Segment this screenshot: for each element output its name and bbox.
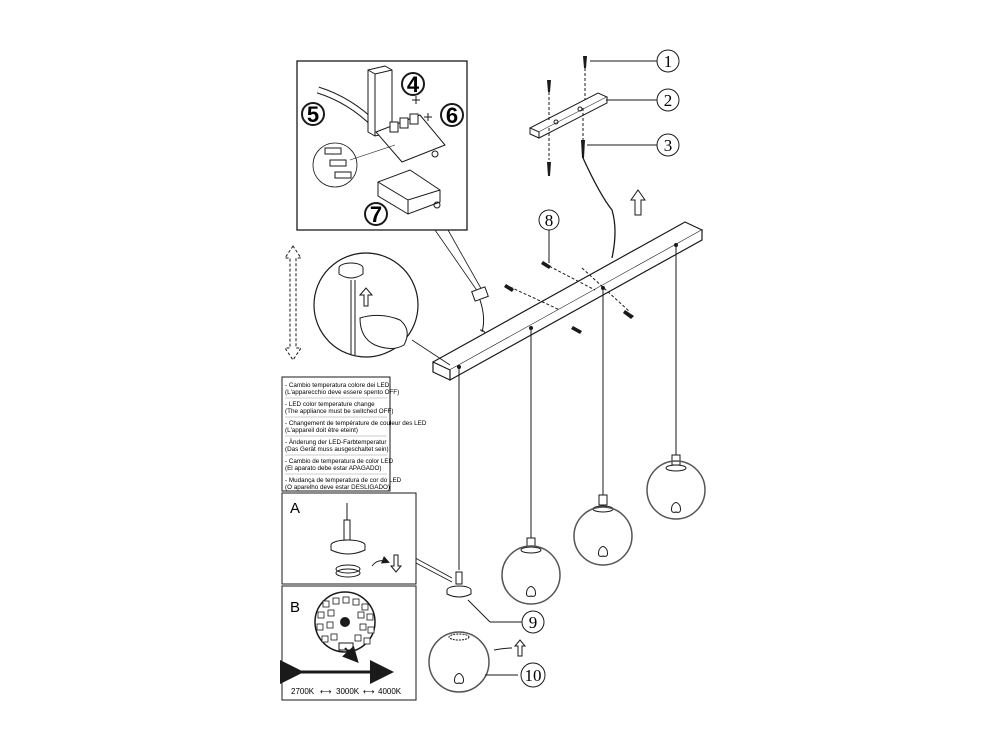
section-a-label: A [290, 500, 300, 517]
callout-3: 3 [587, 133, 680, 157]
svg-text:- LED color temperature change: - LED color temperature change [285, 401, 375, 408]
callout-4: 4 [401, 72, 425, 97]
callout-7: 7 [364, 202, 388, 227]
screw-icon [504, 261, 634, 334]
svg-text:⟷: ⟷ [320, 687, 332, 696]
svg-text:4000K: 4000K [378, 687, 402, 696]
callout-10: 10 [485, 662, 546, 688]
color-temp-scale: 2700K ⟷ 3000K ⟷ 4000K [291, 687, 402, 696]
screw-icon [547, 56, 587, 176]
hand-icon [358, 287, 408, 349]
callout-1: 1 [590, 49, 680, 73]
terminal-block-icon [375, 113, 446, 163]
height-adjust-detail [313, 252, 451, 366]
led-driver-icon [377, 169, 441, 215]
svg-text:4: 4 [407, 72, 420, 97]
callout-8: 8 [538, 209, 560, 263]
svg-text:(O aparelho deve estar DESLIGA: (O aparelho deve estar DESLIGADO) [285, 484, 390, 491]
svg-text:10: 10 [525, 666, 542, 685]
svg-text:2700K: 2700K [291, 687, 315, 696]
svg-text:- Cambio temperatura colore de: - Cambio temperatura colore dei LED [285, 382, 390, 389]
wiring-detail-box: 4 5 6 7 [296, 60, 468, 231]
section-b-label: B [290, 599, 300, 616]
globe-pendant [646, 454, 706, 520]
connector-detail-icon [312, 142, 396, 188]
svg-text:(Das Gerät muss ausgeschaltet: (Das Gerät muss ausgeschaltet sein) [285, 446, 389, 453]
screw-icon [412, 96, 432, 121]
arrow-up-icon [493, 639, 527, 657]
arrow-up-icon [630, 189, 646, 216]
double-arrow-icon [284, 245, 302, 361]
svg-text:- Mudança de temperatura de co: - Mudança de temperatura de cor do LED [285, 477, 402, 484]
callout-9: 9 [467, 599, 545, 634]
canopy-cup-icon [330, 503, 403, 578]
svg-text:- Changement de température de: - Changement de température de couleur d… [285, 420, 427, 427]
svg-text:(L'appareil doit être eteint): (L'appareil doit être eteint) [285, 427, 358, 434]
globe-pendant [501, 537, 561, 605]
junction-box-icon [471, 286, 489, 333]
svg-text:8: 8 [545, 211, 554, 230]
instruction-panel: - Cambio temperatura colore dei LED (L'a… [280, 376, 427, 701]
svg-text:9: 9 [529, 613, 538, 632]
svg-text:7: 7 [370, 202, 382, 227]
svg-text:⟷: ⟷ [363, 687, 375, 696]
globe-pendant [573, 494, 633, 566]
svg-text:(L'apparecchio deve essere spe: (L'apparecchio deve essere spento OFF) [285, 389, 399, 396]
mounting-bracket-icon [367, 65, 393, 137]
svg-text:- Änderung der LED-Farbtempera: - Änderung der LED-Farbtemperatur [285, 438, 387, 446]
svg-text:(The appliance must be switche: (The appliance must be switched OFF) [285, 408, 394, 415]
callout-2: 2 [606, 88, 680, 112]
canopy-bar [431, 221, 704, 382]
svg-text:3000K: 3000K [336, 687, 360, 696]
svg-text:6: 6 [446, 103, 458, 128]
svg-text:(El aparato debe estar APAGADO: (El aparato debe estar APAGADO) [285, 465, 381, 472]
instruction-text-list: - Cambio temperatura colore dei LED (L'a… [285, 382, 427, 491]
callout-6: 6 [440, 103, 464, 128]
led-board-icon [280, 591, 394, 684]
callout-5: 5 [301, 102, 325, 127]
pendant-cords [458, 246, 677, 570]
svg-text:- Cambio de temperatura de col: - Cambio de temperatura de color LED [285, 458, 394, 465]
svg-text:2: 2 [664, 91, 673, 110]
ceiling-bracket [528, 92, 609, 139]
svg-text:5: 5 [307, 102, 319, 127]
globe-pendant-exploded [428, 571, 490, 693]
svg-text:1: 1 [664, 52, 673, 71]
svg-text:3: 3 [664, 136, 673, 155]
